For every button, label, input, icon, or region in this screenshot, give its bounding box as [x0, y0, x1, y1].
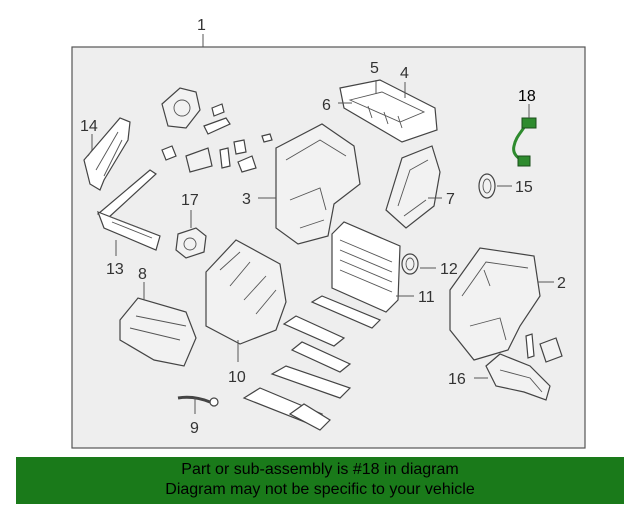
- part-small-components: [161, 87, 273, 173]
- callout-8[interactable]: 8: [138, 266, 147, 283]
- callout-14[interactable]: 14: [80, 118, 98, 135]
- callout-16[interactable]: 16: [448, 371, 466, 388]
- callout-5[interactable]: 5: [370, 60, 379, 77]
- part-12-seal[interactable]: [401, 253, 419, 275]
- part-9-pipe[interactable]: [177, 395, 219, 407]
- part-2-main-housing[interactable]: [449, 247, 541, 361]
- part-11-evaporator[interactable]: [331, 221, 401, 313]
- callout-7[interactable]: 7: [446, 191, 455, 208]
- part-10-duct[interactable]: [205, 239, 287, 345]
- part-3-housing[interactable]: [275, 123, 361, 245]
- info-banner: Part or sub-assembly is #18 in diagram D…: [16, 457, 624, 504]
- part-8-lower-case[interactable]: [119, 297, 197, 367]
- part-7-case-half[interactable]: [385, 145, 441, 229]
- part-17-actuator[interactable]: [175, 227, 207, 259]
- callout-6[interactable]: 6: [322, 97, 331, 114]
- part-filters-doors: [242, 295, 382, 431]
- part-4-filter-cover[interactable]: [339, 79, 438, 143]
- callout-18[interactable]: 18: [518, 88, 536, 105]
- callout-4[interactable]: 4: [400, 65, 409, 82]
- part-15-grommet[interactable]: [478, 173, 496, 199]
- part-small-right: [525, 333, 563, 363]
- callout-3[interactable]: 3: [242, 191, 251, 208]
- part-13-heater-core[interactable]: [96, 169, 161, 251]
- part-14-bracket[interactable]: [83, 117, 131, 191]
- banner-line-2: Diagram may not be specific to your vehi…: [165, 481, 475, 498]
- callout-13[interactable]: 13: [106, 261, 124, 278]
- callout-1[interactable]: 1: [197, 17, 206, 34]
- callout-11[interactable]: 11: [418, 289, 435, 306]
- part-16-blower-duct[interactable]: [485, 353, 551, 401]
- callout-2[interactable]: 2: [557, 275, 566, 292]
- parts-diagram: 1 2 3 4 5 6 7 8 9 10 11 12 13 14 15 16 1…: [71, 17, 586, 449]
- callout-12[interactable]: 12: [440, 261, 458, 278]
- callout-10[interactable]: 10: [228, 369, 246, 386]
- callout-9[interactable]: 9: [190, 420, 199, 437]
- callout-15[interactable]: 15: [515, 179, 533, 196]
- banner-line-1: Part or sub-assembly is #18 in diagram: [181, 461, 459, 478]
- callout-17[interactable]: 17: [181, 192, 199, 209]
